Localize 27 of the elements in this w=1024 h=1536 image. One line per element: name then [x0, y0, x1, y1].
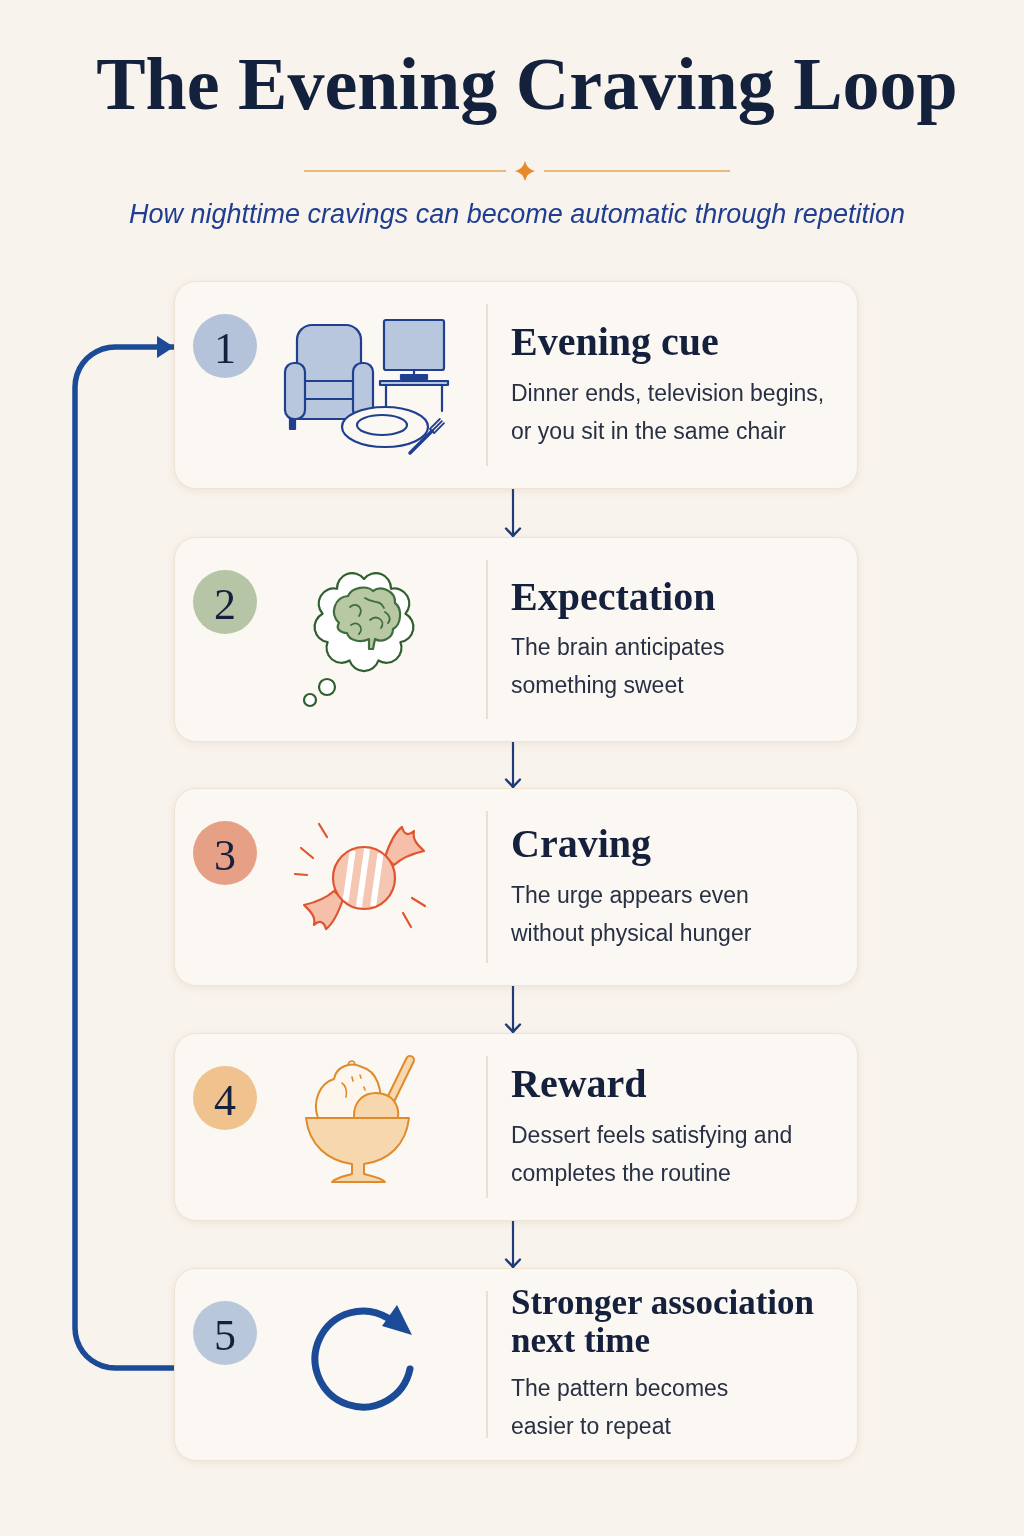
step-card	[174, 1033, 858, 1221]
title: The Evening Craving Loop	[96, 44, 958, 126]
step-heading: Reward	[511, 1062, 647, 1106]
step-heading: Craving	[511, 822, 651, 866]
step-heading: Stronger association next time	[511, 1283, 816, 1360]
step-number: 2	[193, 570, 257, 634]
step-description: Dinner ends, television begins, or you sit in the same chair	[511, 378, 826, 446]
step-description: Dessert feels satisfying and completes the routine	[511, 1120, 794, 1188]
down-arrow	[504, 742, 522, 788]
loop-back-arrow	[72, 336, 174, 1371]
step-description: The pattern becomes easier to repeat	[511, 1374, 730, 1442]
down-arrow	[504, 489, 522, 537]
step-card	[174, 281, 858, 489]
step-number: 4	[193, 1066, 257, 1130]
step-number: 3	[193, 821, 257, 885]
down-arrow	[504, 986, 522, 1033]
step-heading: Evening cue	[511, 320, 719, 364]
step-description: The urge appears even without physical hunger	[511, 880, 753, 948]
subtitle: How nighttime cravings can become automatic through repetition	[129, 198, 905, 231]
step-description: The brain anticipates something sweet	[511, 633, 726, 701]
step-card	[174, 1268, 858, 1461]
step-card	[174, 537, 858, 742]
step-number: 1	[193, 314, 257, 378]
step-heading: Expectation	[511, 574, 716, 619]
step-number: 5	[193, 1301, 257, 1365]
down-arrow	[504, 1221, 522, 1268]
step-card	[174, 788, 858, 986]
